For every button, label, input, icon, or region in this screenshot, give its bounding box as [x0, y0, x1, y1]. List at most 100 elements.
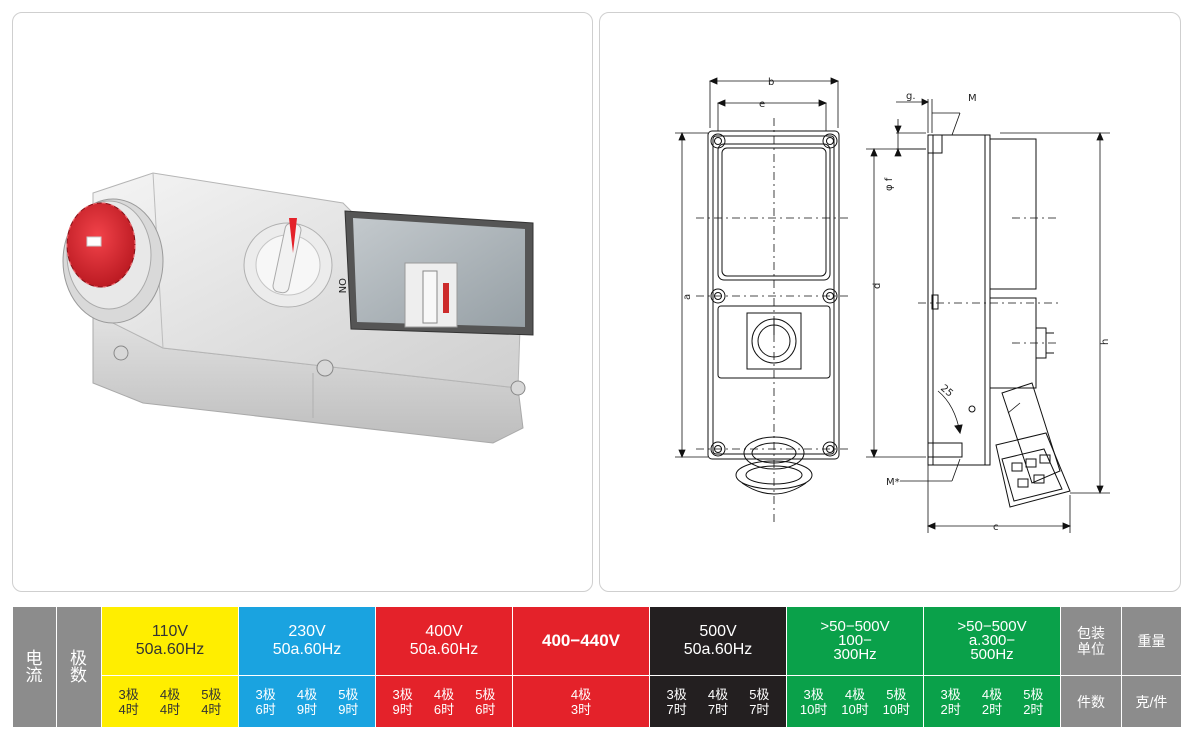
pole-hour: 7时: [707, 701, 729, 717]
pole-hour: 7时: [749, 701, 770, 717]
weight-label: 重量: [1137, 633, 1166, 649]
pole-count: 4极: [570, 686, 592, 702]
pole-count: 4极: [707, 686, 729, 702]
voltage-100-300hz-line2: 100−: [838, 632, 872, 649]
pole-count: 3极: [666, 686, 687, 702]
pole-hour: 3时: [570, 701, 592, 717]
poles-label-2: 数: [70, 666, 88, 685]
weight-cell: 重量: [1121, 606, 1182, 676]
pole-count: 5极: [749, 686, 770, 702]
voltage-cell-400-440v: 400−440V: [512, 606, 650, 676]
dim-label-phi-f: φ f: [884, 177, 895, 191]
pole-count: 4极: [159, 686, 181, 702]
voltage-300-500hz-line3: 500Hz: [970, 646, 1014, 663]
pole-count: 5极: [1023, 686, 1044, 702]
svg-text:ON: ON: [336, 278, 347, 293]
pole-hour: 7时: [666, 701, 687, 717]
pole-hour: 10时: [841, 701, 869, 717]
pole-hour: 6时: [255, 701, 276, 717]
pole-hour: 6时: [475, 701, 496, 717]
poles-label-cell: 极数: [56, 606, 102, 728]
voltage-300-500hz-line2: a.300−: [968, 632, 1016, 649]
side-view: [918, 134, 1071, 508]
voltage-110v-line1: 110V: [151, 623, 189, 640]
voltage-400v-line2: 50a.60Hz: [409, 641, 479, 658]
pole-count: 3极: [940, 686, 961, 702]
voltage-230v-line2: 50a.60Hz: [272, 641, 342, 658]
product-photo: ON: [62, 172, 534, 444]
product-photo-panel: ON: [12, 12, 593, 592]
pole-count: 4极: [981, 686, 1003, 702]
package-unit-1: 包装: [1077, 625, 1105, 641]
pole-count: 4极: [433, 686, 455, 702]
dim-label-e: e: [759, 99, 765, 110]
pole-count: 5极: [886, 686, 907, 702]
current-label-cell: 电流: [12, 606, 57, 728]
pole-count: 4极: [844, 686, 866, 702]
voltage-100-300hz-line1: >50−500V: [820, 618, 890, 635]
side-dimensions: [866, 98, 1110, 533]
pole-hour: 10时: [799, 701, 828, 717]
pieces-label: 件数: [1077, 693, 1105, 710]
current-label-2: 流: [25, 666, 44, 685]
dim-label-g: g.: [906, 91, 916, 102]
voltage-110v-line2: 50a.60Hz: [135, 641, 205, 658]
pole-count: 5极: [201, 686, 222, 702]
voltage-500v-line1: 500V: [699, 623, 737, 640]
pole-count: 3极: [118, 686, 139, 702]
dim-label-angle: 25: [938, 383, 955, 400]
poles-label-1: 极: [70, 649, 88, 668]
package-unit-cell: 包装单位: [1060, 606, 1122, 676]
dim-label-m: M: [968, 93, 977, 104]
voltage-100-300hz-line3: 300Hz: [833, 646, 877, 663]
pieces-cell: 件数: [1060, 675, 1122, 728]
current-label-1: 电: [25, 649, 44, 668]
pole-hour: 4时: [201, 701, 222, 717]
pole-hour: 9时: [338, 701, 359, 717]
dim-label-d: d: [872, 283, 883, 289]
pole-hour: 6时: [433, 701, 455, 717]
dimension-drawing: b e g. M φ f a d h 25 M* c: [675, 77, 1111, 533]
dim-label-c: c: [993, 522, 999, 533]
voltage-400v-line1: 400V: [425, 623, 463, 640]
dim-label-m-star: M*: [886, 477, 900, 488]
pole-hour: 4时: [118, 701, 139, 717]
pole-count: 3极: [255, 686, 276, 702]
grams-per-piece-cell: 克/件: [1121, 675, 1182, 728]
pole-count: 5极: [475, 686, 496, 702]
pole-hour: 2时: [940, 701, 961, 717]
dim-label-h: h: [1100, 339, 1111, 345]
pole-count: 5极: [338, 686, 359, 702]
pole-hour: 4时: [159, 701, 181, 717]
